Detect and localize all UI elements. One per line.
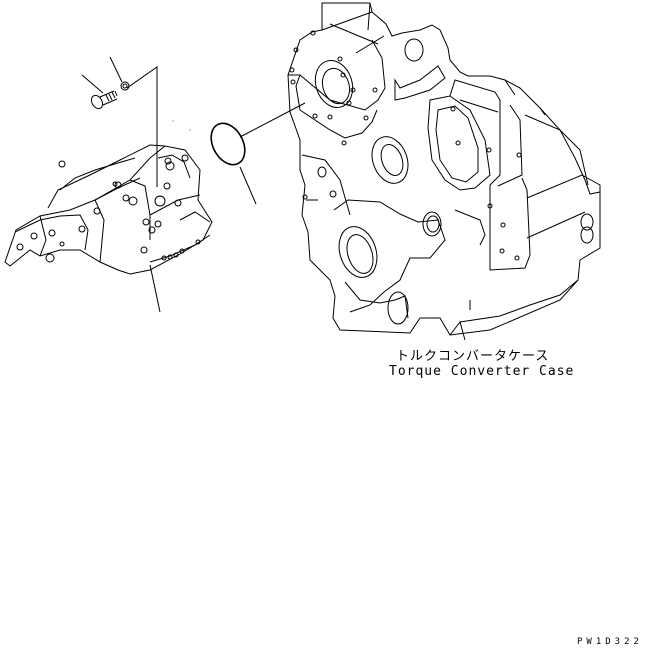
o-ring-icon [210, 122, 246, 166]
pump-leader [126, 66, 158, 187]
drawing-code: PW1D322 [577, 637, 643, 647]
pump-assembly-icon [4, 120, 213, 275]
washer-icon [120, 81, 130, 91]
leader-lines [81, 56, 306, 313]
washer-leader [109, 56, 123, 83]
torque-converter-case-icon [287, 2, 601, 341]
oring-leader [239, 102, 306, 138]
case-label-english: Torque Converter Case [389, 364, 575, 379]
case-label-japanese: トルクコンバータケース [396, 349, 550, 364]
bolt-icon [90, 90, 118, 110]
bolt-leader [81, 74, 104, 94]
oring-callout-leader [239, 166, 257, 205]
plug-leader [149, 264, 161, 313]
